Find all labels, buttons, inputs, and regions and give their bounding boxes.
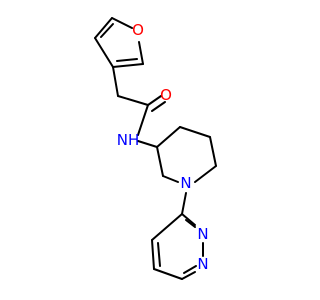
carbonyl-oxygen-label: O xyxy=(160,86,172,104)
bond-pyr-c4-c3 xyxy=(151,213,183,241)
bond-c5-o-furan xyxy=(111,17,133,29)
bond-pyr-n1-c6 xyxy=(181,271,196,280)
piperidine-nitrogen-label: N xyxy=(180,174,191,192)
piperidine-ring xyxy=(156,126,217,183)
bond-furan-ch2 xyxy=(112,66,119,97)
bond-pyr-c3-n2-double xyxy=(185,219,196,228)
bond-c2-c3-furan xyxy=(112,63,144,68)
bond-pyr-n1-c6-double xyxy=(183,265,197,274)
bond-pip-c5-c6 xyxy=(209,136,217,167)
bond-pip-c2-c3 xyxy=(156,146,164,177)
molecule-structure: O O NH N N N xyxy=(94,17,217,280)
bond-o-c2-furan xyxy=(138,41,144,65)
bond-pyr-c5-c4 xyxy=(151,239,155,270)
pyridazine-ring xyxy=(151,213,204,280)
bond-c4-c5-furan xyxy=(94,17,113,39)
bond-pyr-c3-n2 xyxy=(181,213,196,226)
bond-carbonyl-nh xyxy=(137,104,149,136)
bond-carbonyl-oxygen-double xyxy=(151,101,166,112)
bond-pip-n-c2 xyxy=(162,175,179,183)
pyridazine-n1-label: N xyxy=(197,255,208,273)
bond-carbonyl-oxygen xyxy=(147,95,162,106)
bond-c2-c3-furan-inner xyxy=(116,58,138,62)
bond-ch2-carbonyl xyxy=(117,95,149,106)
bond-n-pyridazine xyxy=(181,192,187,215)
bond-pyr-c5-c4-double xyxy=(157,242,161,267)
amide-nh-label: NH xyxy=(117,131,140,149)
bond-c3-c4-furan xyxy=(94,37,114,68)
bond-pip-c3-c4 xyxy=(156,126,181,148)
bond-pip-c6-n xyxy=(194,165,217,183)
acetamide-chain xyxy=(112,66,166,148)
bond-pyr-c6-c5 xyxy=(153,268,183,280)
bond-c4-c5-furan-inner xyxy=(100,23,114,38)
bond-pip-c4-c5 xyxy=(179,126,211,138)
furan-oxygen-label: O xyxy=(132,21,144,39)
pyridazine-n2-label: N xyxy=(197,225,208,243)
bond-nh-ring-carbon xyxy=(137,140,158,148)
atom-labels: O O NH N N N xyxy=(117,21,209,273)
furan-ring xyxy=(94,17,144,68)
